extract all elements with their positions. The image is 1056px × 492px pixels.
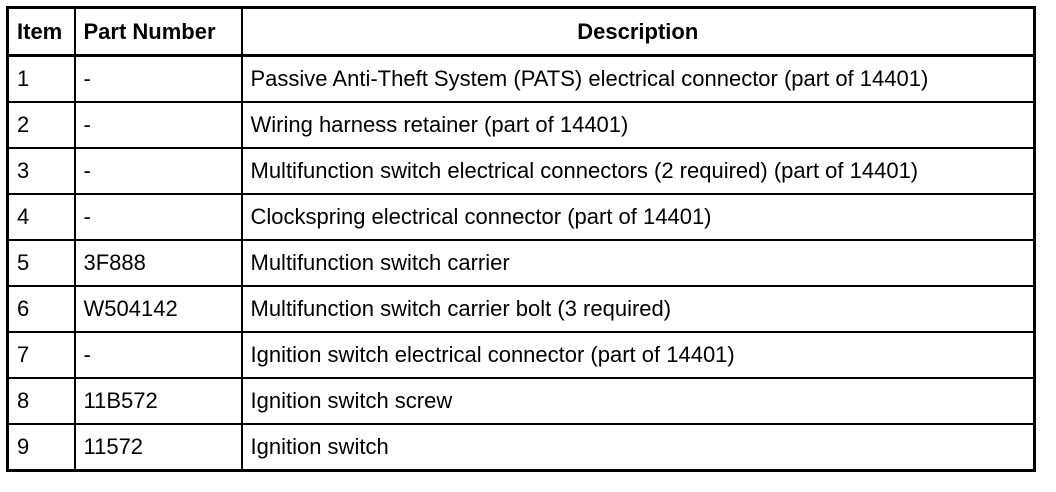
table-row: 1 - Passive Anti-Theft System (PATS) ele… xyxy=(6,54,1036,103)
item-cell: 5 xyxy=(6,239,76,287)
description-cell: Multifunction switch carrier bolt (3 req… xyxy=(240,285,1036,333)
part-number-cell: - xyxy=(73,54,243,103)
description-cell: Clockspring electrical connector (part o… xyxy=(240,193,1036,241)
table-row: 4 - Clockspring electrical connector (pa… xyxy=(6,193,1036,241)
description-cell: Multifunction switch electrical connecto… xyxy=(240,147,1036,195)
item-cell: 8 xyxy=(6,377,76,425)
part-number-cell: - xyxy=(73,193,243,241)
header-description: Description xyxy=(240,6,1036,57)
item-cell: 6 xyxy=(6,285,76,333)
part-number-cell: - xyxy=(73,101,243,149)
description-cell: Wiring harness retainer (part of 14401) xyxy=(240,101,1036,149)
item-cell: 7 xyxy=(6,331,76,379)
item-cell: 9 xyxy=(6,423,76,472)
table-row: 6 W504142 Multifunction switch carrier b… xyxy=(6,285,1036,333)
header-item: Item xyxy=(6,6,76,57)
table-row: 3 - Multifunction switch electrical conn… xyxy=(6,147,1036,195)
table-row: 9 11572 Ignition switch xyxy=(6,423,1036,472)
part-number-cell: - xyxy=(73,147,243,195)
description-cell: Multifunction switch carrier xyxy=(240,239,1036,287)
description-cell: Passive Anti-Theft System (PATS) electri… xyxy=(240,54,1036,103)
table-row: 5 3F888 Multifunction switch carrier xyxy=(6,239,1036,287)
part-number-cell: 11B572 xyxy=(73,377,243,425)
part-number-cell: - xyxy=(73,331,243,379)
item-cell: 4 xyxy=(6,193,76,241)
part-number-cell: 11572 xyxy=(73,423,243,472)
part-number-cell: 3F888 xyxy=(73,239,243,287)
part-number-cell: W504142 xyxy=(73,285,243,333)
item-cell: 2 xyxy=(6,101,76,149)
item-cell: 3 xyxy=(6,147,76,195)
item-cell: 1 xyxy=(6,54,76,103)
table-row: 8 11B572 Ignition switch screw xyxy=(6,377,1036,425)
table-row: 2 - Wiring harness retainer (part of 144… xyxy=(6,101,1036,149)
parts-table: Item Part Number Description 1 - Passive… xyxy=(6,6,1036,472)
description-cell: Ignition switch xyxy=(240,423,1036,472)
table-row: 7 - Ignition switch electrical connector… xyxy=(6,331,1036,379)
description-cell: Ignition switch electrical connector (pa… xyxy=(240,331,1036,379)
header-part-number: Part Number xyxy=(73,6,243,57)
table-header-row: Item Part Number Description xyxy=(6,6,1036,57)
description-cell: Ignition switch screw xyxy=(240,377,1036,425)
